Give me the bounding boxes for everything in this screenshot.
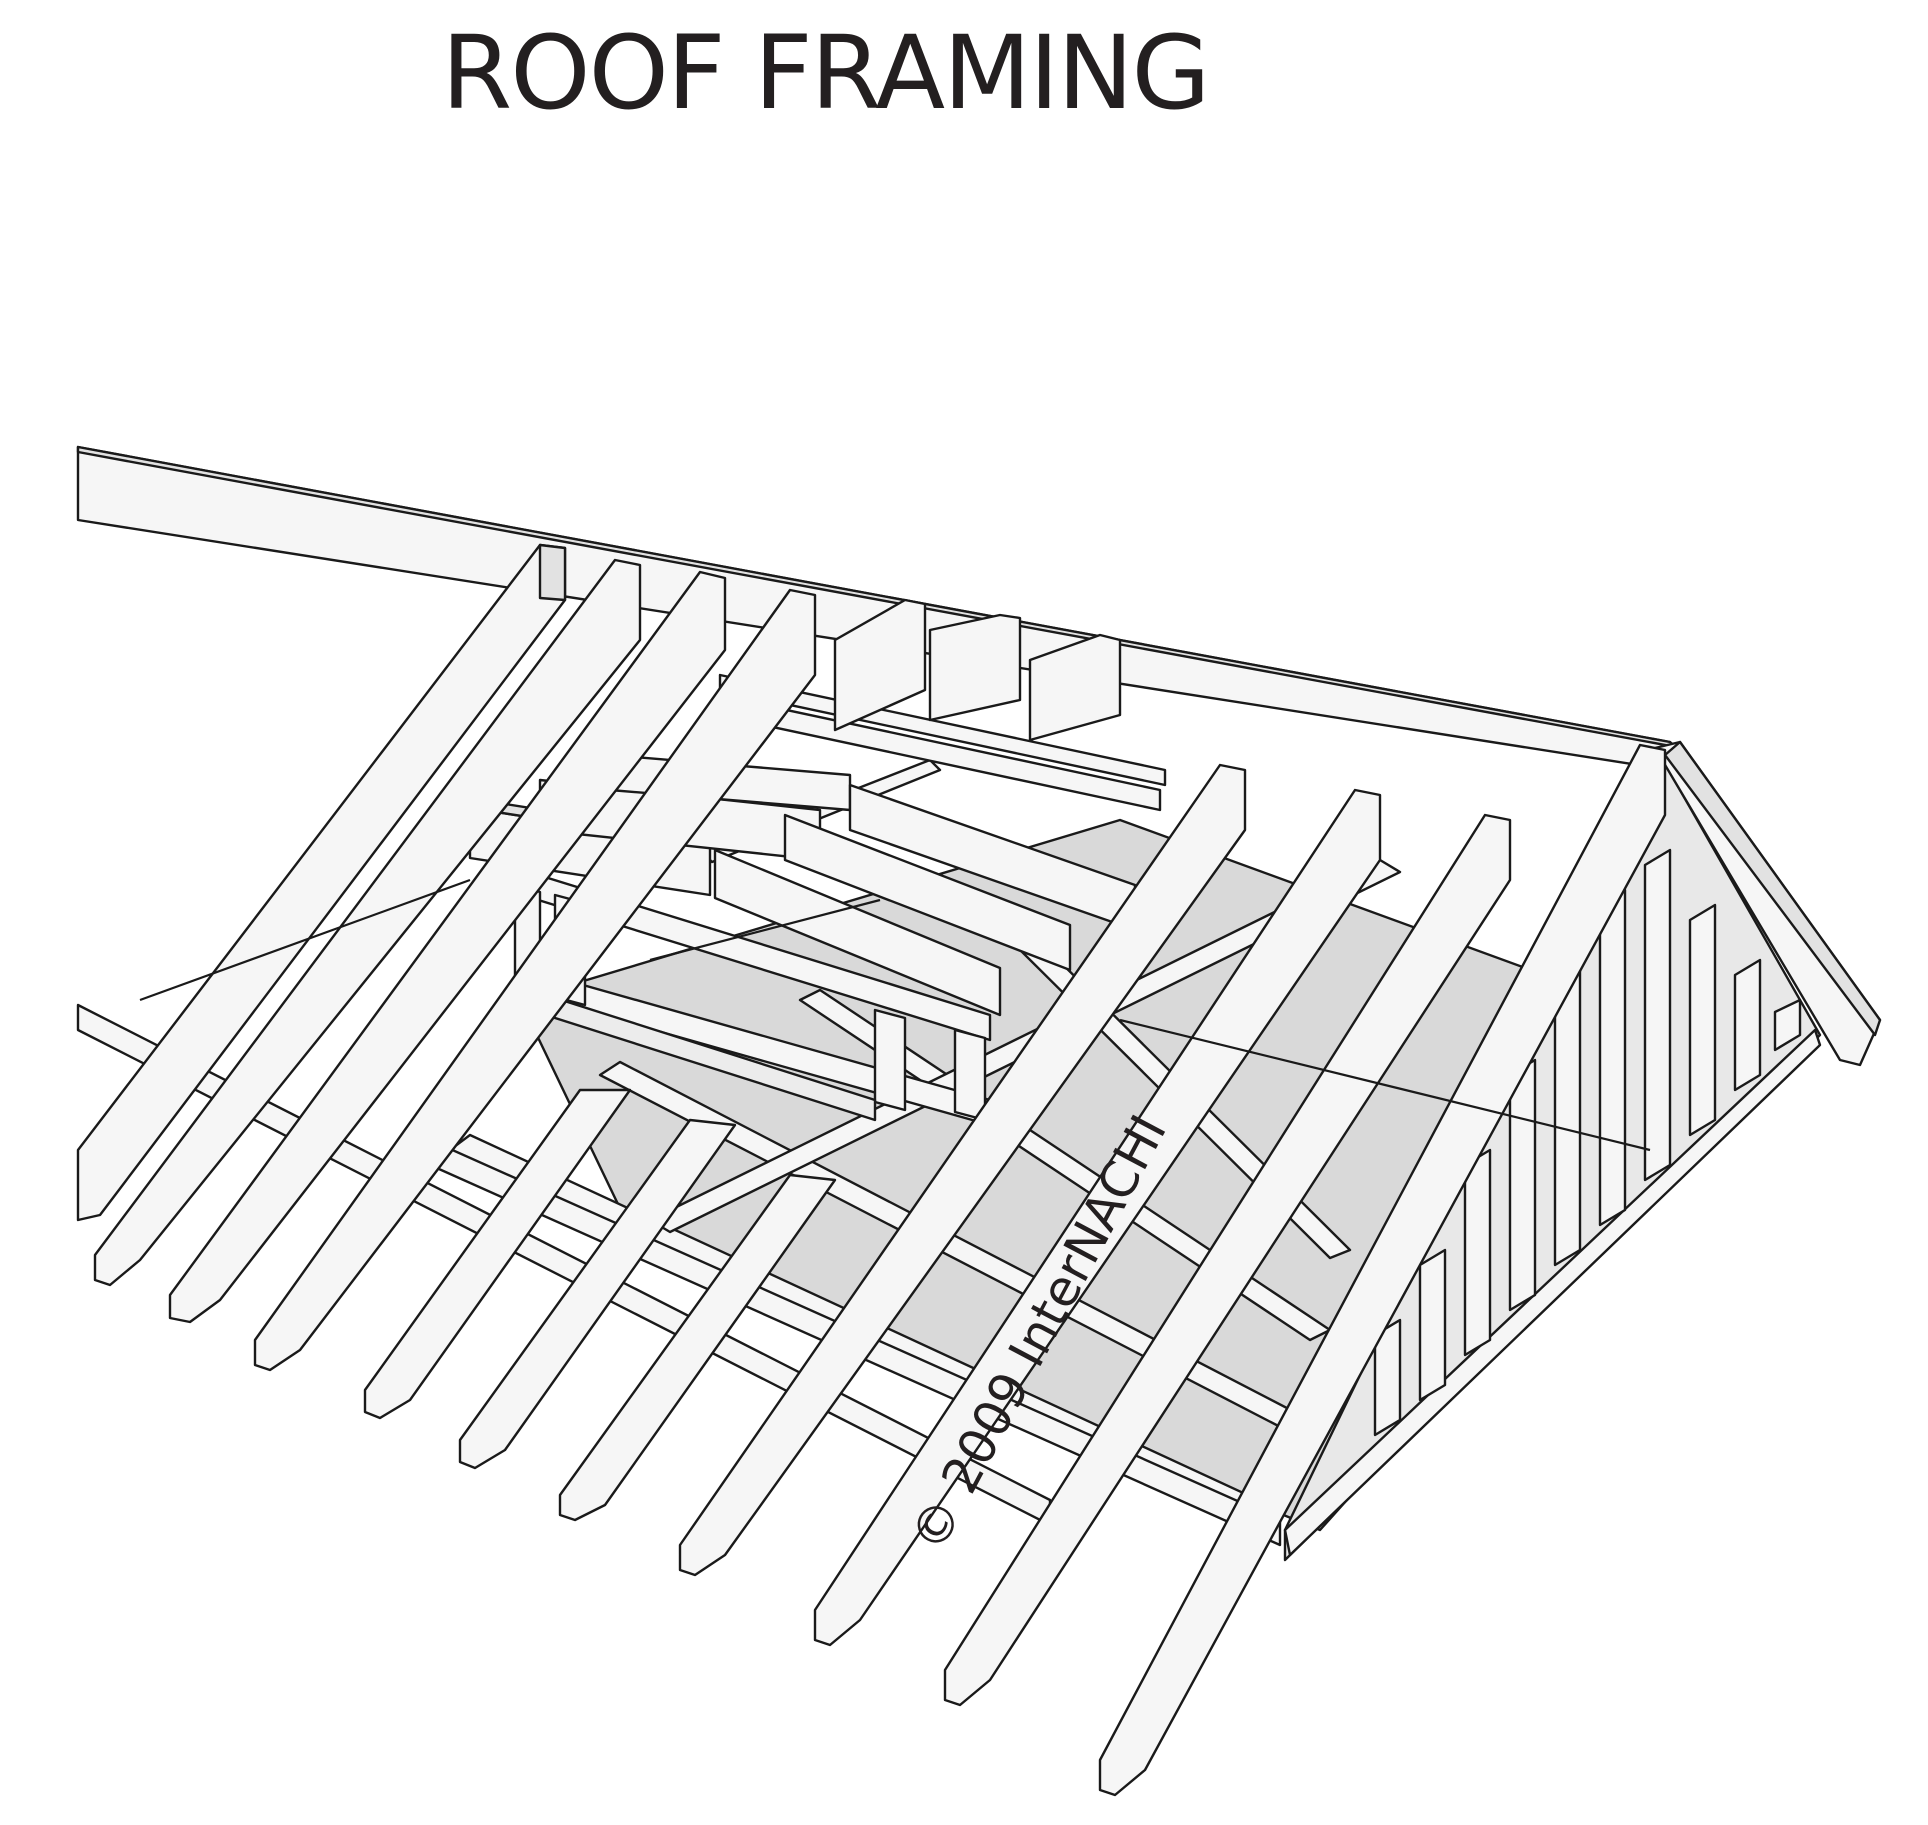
upper-rafter-ends — [833, 598, 1122, 742]
rafters — [76, 543, 1667, 1797]
diagram-title: ROOF FRAMING — [441, 14, 1210, 133]
gable-rafter-right — [1653, 740, 1882, 1067]
gable-end-wall — [1283, 753, 1822, 1562]
blocking-lines — [139, 878, 1651, 1152]
